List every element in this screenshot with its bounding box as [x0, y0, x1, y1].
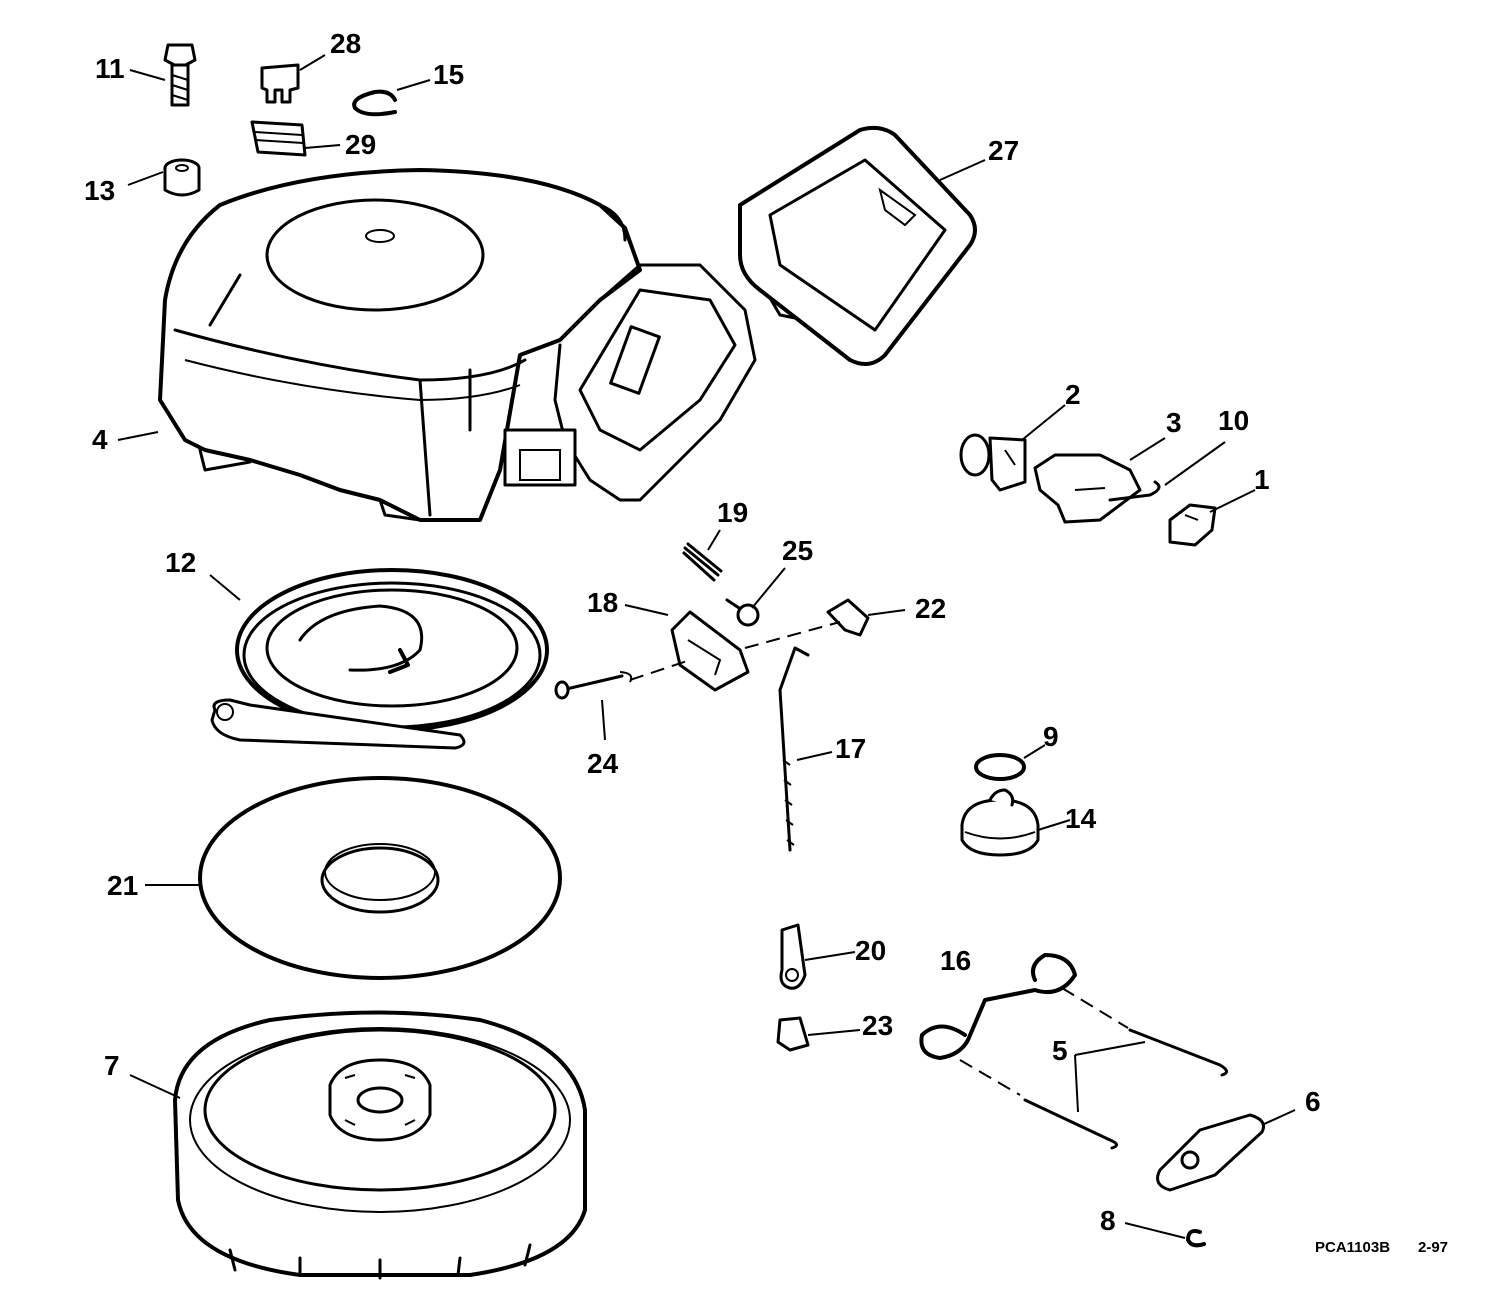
assembly-line-springs	[959, 987, 1129, 1096]
callout-11: 11	[95, 53, 125, 84]
callout-7: 7	[104, 1050, 120, 1081]
callout-10: 10	[1218, 405, 1249, 436]
part-lever-18	[670, 610, 750, 692]
callout-16: 16	[940, 945, 971, 976]
part-spacer-13	[163, 158, 201, 197]
leader-lines	[117, 54, 1296, 1239]
assembly-line-linkage	[629, 621, 841, 681]
callout-13: 13	[84, 175, 115, 206]
callout-4: 4	[92, 424, 108, 455]
part-anchor-1	[1168, 503, 1217, 547]
callout-21: 21	[107, 870, 138, 901]
part-screw-11	[163, 43, 197, 107]
part-rope-10	[1108, 480, 1161, 502]
part-spring-19	[682, 542, 723, 582]
part-pawl-springs-5	[1023, 1028, 1228, 1150]
callout-19: 19	[717, 497, 748, 528]
drawing-date: 2-97	[1418, 1239, 1448, 1256]
callout-5: 5	[1052, 1035, 1068, 1066]
callout-1: 1	[1254, 464, 1270, 495]
callout-6: 6	[1305, 1086, 1321, 1117]
part-link-rod-17	[778, 646, 810, 852]
part-disc-plate	[198, 776, 562, 980]
part-rewind-spring	[210, 568, 549, 750]
part-cam-22	[826, 598, 870, 637]
part-bushing-29	[250, 120, 307, 157]
callout-29: 29	[345, 129, 376, 160]
callout-8: 8	[1100, 1205, 1116, 1236]
part-pin-25	[725, 598, 760, 627]
callout-9: 9	[1043, 721, 1059, 752]
callout-28: 28	[330, 28, 361, 59]
drawing-code: PCA1103B	[1315, 1239, 1390, 1256]
part-oring-9	[974, 753, 1026, 781]
callout-18: 18	[587, 587, 618, 618]
callout-2: 2	[1065, 379, 1081, 410]
part-clip-23	[776, 1016, 810, 1052]
callout-14: 14	[1065, 803, 1097, 834]
callout-12: 12	[165, 547, 196, 578]
callout-27: 27	[988, 135, 1019, 166]
part-pawl-spring-16	[919, 953, 1077, 1060]
part-clevis-pin-24	[554, 671, 633, 700]
callout-20: 20	[855, 935, 886, 966]
part-eclip-8	[1186, 1229, 1206, 1248]
callout-24: 24	[587, 748, 619, 779]
callout-15: 15	[433, 59, 464, 90]
callout-3: 3	[1166, 407, 1182, 438]
part-cap-14	[960, 788, 1040, 857]
part-link-20	[779, 923, 807, 990]
callout-25: 25	[782, 535, 813, 566]
part-handle-3	[1033, 453, 1142, 524]
part-clip-28	[260, 63, 300, 104]
part-knob-2	[959, 433, 1027, 492]
part-rope-guide-frame	[738, 125, 977, 366]
callout-labels: 11 28 15 29 13 27 4 2 3 10 1 19 12 25 18…	[84, 28, 1321, 1236]
callout-17: 17	[835, 733, 866, 764]
part-starter-housing	[158, 168, 757, 522]
part-rope-pulley	[173, 1010, 587, 1280]
part-ring-15	[352, 89, 397, 117]
callout-23: 23	[862, 1010, 893, 1041]
part-pawl-6	[1156, 1113, 1265, 1192]
callout-22: 22	[915, 593, 946, 624]
